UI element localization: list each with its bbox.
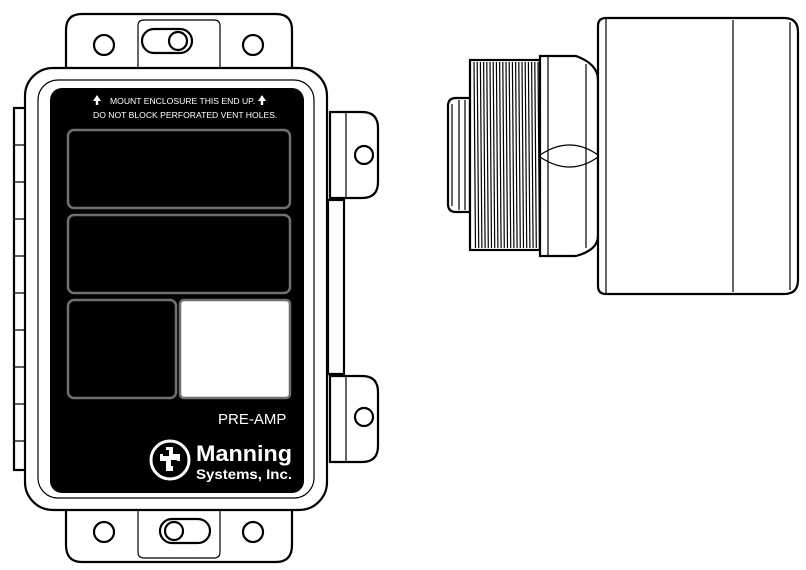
vent-notice-text: DO NOT BLOCK PERFORATED VENT HOLES. [93, 110, 277, 120]
up-arrow-icon [93, 95, 101, 105]
thread-line [530, 61, 534, 249]
thread-line [489, 61, 493, 249]
thread-line [524, 61, 528, 249]
bottom-center-hole [163, 520, 185, 542]
thread-line [514, 61, 518, 249]
thread-line [483, 61, 486, 249]
model-label: PRE-AMP [218, 411, 286, 428]
lower-right-white-window [178, 298, 292, 400]
thread-line [521, 61, 525, 249]
mount-notice-text: MOUNT ENCLOSURE THIS END UP. [110, 96, 255, 106]
up-arrow-icon [258, 95, 266, 105]
thread-line [495, 61, 499, 249]
middle-display-window [66, 213, 292, 295]
bottom-left-mount-hole [92, 520, 116, 544]
lower-right-tab [328, 374, 380, 464]
thread-line [473, 61, 477, 249]
thread-line [527, 61, 531, 249]
top-center-hole [167, 30, 189, 52]
thread-line [505, 61, 509, 249]
thread-line [511, 61, 515, 249]
lower-right-tab-hole [353, 406, 375, 428]
lower-left-window [66, 298, 178, 400]
upper-right-tab-hole [353, 144, 375, 166]
thread-line [499, 61, 502, 249]
mic-hex-nut [538, 54, 600, 258]
mic-body [596, 16, 800, 296]
thread-line [486, 61, 489, 249]
upper-display-window [66, 128, 292, 210]
microphone-side-view [446, 16, 800, 296]
thread-line [534, 61, 537, 249]
top-left-mount-hole [92, 33, 116, 57]
enclosure-front-view: MOUNT ENCLOSURE THIS END UP. DO NOT BLOC… [12, 12, 380, 564]
thread-line [508, 61, 512, 249]
thread-line [479, 61, 483, 249]
thread-line [492, 61, 496, 249]
top-right-mount-hole [241, 33, 265, 57]
logo-name-line2: Systems, Inc. [196, 466, 292, 482]
logo-name: Manning [196, 441, 292, 466]
bottom-right-mount-hole [241, 520, 265, 544]
plus-cross-logo-icon [149, 439, 191, 481]
thread-line [518, 61, 521, 249]
thread-line [476, 61, 480, 249]
thread-line [502, 61, 505, 249]
